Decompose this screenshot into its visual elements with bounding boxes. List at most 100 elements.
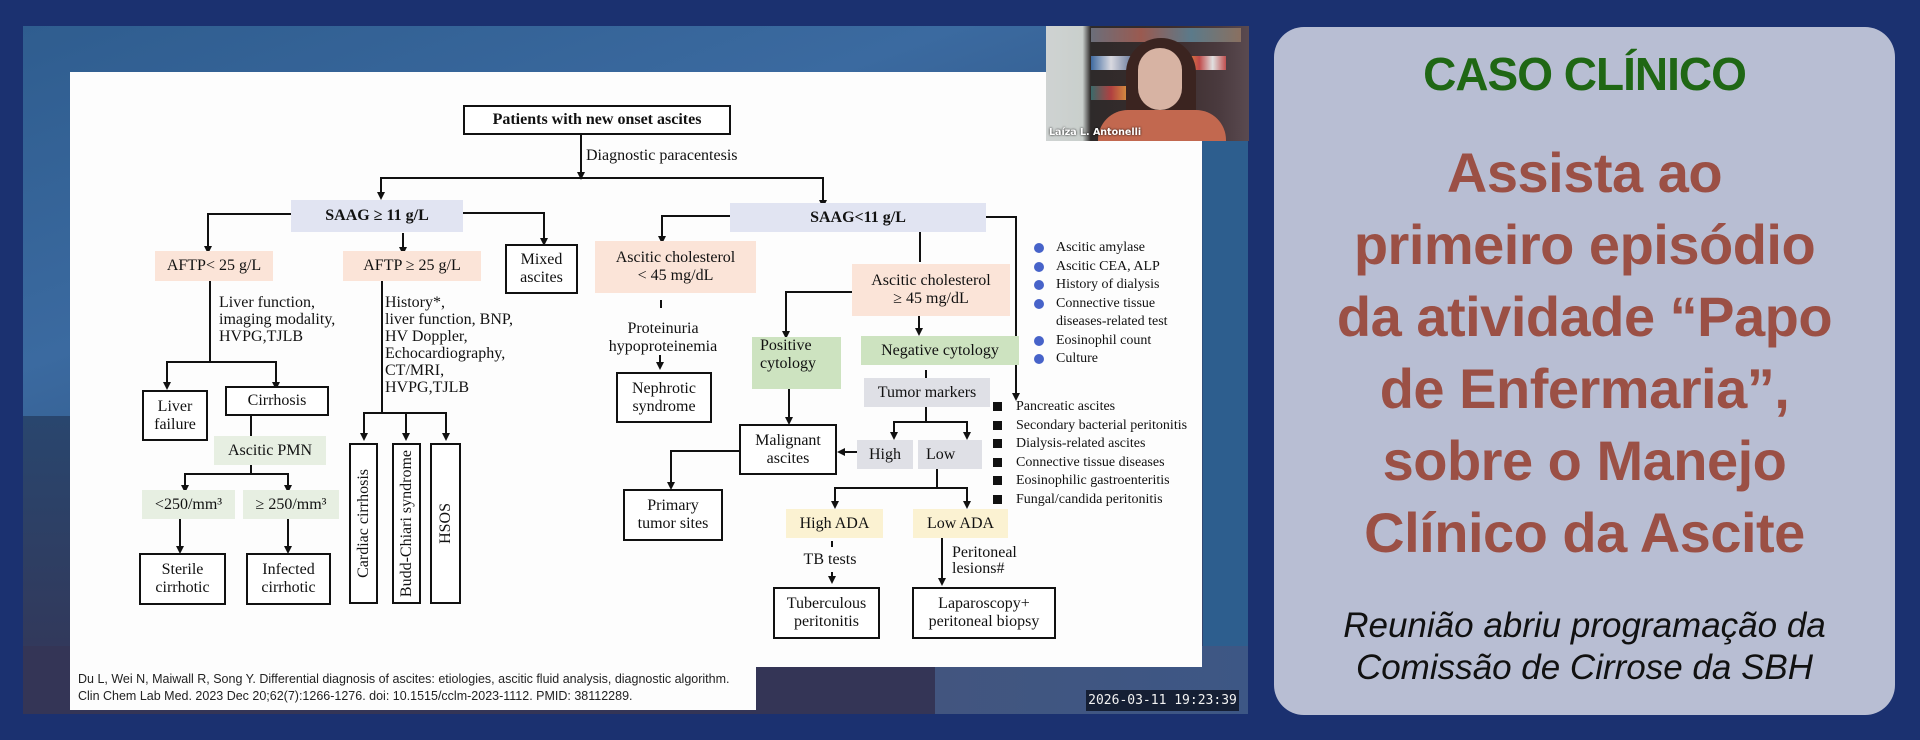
- connector-line: [380, 177, 824, 179]
- causes-item: Secondary bacterial peritonitis: [993, 417, 1203, 436]
- tests-item: Eosinophil count: [1034, 332, 1204, 351]
- node-aftp-low: AFTP< 25 g/L: [155, 251, 273, 281]
- node-low-ada: Low ADA: [913, 509, 1008, 538]
- bullet-dot-icon: [1034, 243, 1044, 253]
- bullet-square-icon: [993, 402, 1002, 411]
- node-aftp-low-tests: Liver function,imaging modality,HVPG,TJL…: [219, 294, 336, 345]
- arrowhead-icon: [284, 546, 292, 554]
- node-pmn-high: ≥ 250/mm³: [243, 490, 339, 519]
- connector-line: [834, 487, 836, 503]
- bullet-dot-icon: [1034, 354, 1044, 364]
- node-high-markers: High: [857, 440, 913, 469]
- causes-item: Dialysis-related ascites: [993, 435, 1203, 454]
- connector-line: [986, 216, 1016, 218]
- causes-item: Connective tissue diseases: [993, 454, 1203, 473]
- bullet-square-icon: [993, 457, 1002, 467]
- node-negative-cytology: Negative cytology: [861, 336, 1019, 365]
- webcam-video-tile[interactable]: Laíza L. Antonelli: [1046, 26, 1249, 141]
- webcam-background: [1091, 86, 1131, 100]
- panel-title: Assista ao primeiro episódio da atividad…: [1336, 141, 1833, 564]
- arrowhead-icon: [828, 576, 836, 584]
- arrowhead-icon: [577, 172, 585, 180]
- connector-line: [166, 361, 276, 363]
- node-hsos: HSOS: [430, 443, 461, 604]
- connector-line: [275, 361, 277, 384]
- connector-line: [831, 572, 833, 578]
- arrowhead-icon: [360, 433, 368, 441]
- connector-line: [184, 473, 186, 487]
- tests-item: Connective tissue diseases-related test: [1034, 295, 1204, 332]
- bullet-dot-icon: [1034, 335, 1044, 346]
- connector-line: [936, 469, 938, 488]
- tests-item: Ascitic CEA, ALP: [1034, 258, 1204, 277]
- connector-line: [184, 473, 288, 475]
- connector-line: [660, 300, 662, 308]
- connector-line: [287, 473, 289, 487]
- node-tb-tests: TB tests: [803, 551, 857, 568]
- arrowhead-icon: [890, 432, 898, 440]
- bullet-square-icon: [993, 494, 1002, 504]
- node-chol-low: Ascitic cholesterol< 45 mg/dL: [595, 241, 756, 293]
- connector-line: [250, 416, 252, 436]
- arrowhead-icon: [402, 433, 410, 441]
- connector-line: [659, 355, 661, 366]
- tests-item: Ascitic amylase: [1034, 239, 1204, 258]
- webcam-background: [1098, 110, 1226, 141]
- bullet-square-icon: [993, 420, 1002, 430]
- arrowhead-icon: [377, 192, 385, 200]
- connector-line: [661, 215, 663, 238]
- node-cardiac-cirrhosis: Cardiac cirrhosis: [349, 443, 378, 604]
- connector-line: [463, 212, 545, 214]
- recording-timestamp: 2026-03-11 19:23:39: [1086, 690, 1239, 711]
- node-high-ada: High ADA: [786, 509, 883, 538]
- bullet-dot-icon: [1034, 261, 1044, 272]
- arrowhead-icon: [540, 238, 548, 246]
- connector-line: [785, 291, 852, 293]
- connector-line: [166, 361, 168, 384]
- arrowhead-icon: [963, 501, 971, 509]
- tests-item: Culture: [1034, 350, 1204, 369]
- arrowhead-icon: [658, 236, 666, 244]
- arrowhead-icon: [163, 382, 171, 390]
- connector-line: [209, 281, 211, 361]
- tests-item: History of dialysis: [1034, 276, 1204, 295]
- bullet-square-icon: [993, 476, 1002, 485]
- node-budd-chiari: Budd-Chiari syndrome: [392, 443, 421, 604]
- connector-line: [845, 451, 857, 453]
- node-aftp-high: AFTP ≥ 25 g/L: [343, 251, 481, 281]
- arrowhead-icon: [667, 482, 675, 490]
- connector-line: [363, 412, 365, 435]
- connector-line: [380, 177, 382, 194]
- arrowhead-icon: [782, 331, 790, 339]
- causes-item: Pancreatic ascites: [993, 398, 1203, 417]
- connector-line: [207, 213, 209, 248]
- connector-line: [925, 370, 927, 378]
- edge-label-paracentesis: Diagnostic paracentesis: [586, 147, 738, 164]
- node-chol-high: Ascitic cholesterol≥ 45 mg/dL: [852, 264, 1010, 316]
- arrowhead-icon: [181, 485, 189, 493]
- connector-line: [670, 450, 739, 452]
- bullet-square-icon: [993, 439, 1002, 448]
- arrowhead-icon: [1012, 393, 1020, 401]
- node-cirrhosis: Cirrhosis: [225, 386, 329, 416]
- arrowhead-icon: [176, 546, 184, 554]
- connector-line: [445, 412, 447, 435]
- bullet-dot-icon: [1034, 298, 1044, 309]
- connector-line: [402, 233, 404, 249]
- node-saag-high: SAAG ≥ 11 g/L: [291, 200, 463, 232]
- connector-line: [785, 291, 787, 333]
- connector-line: [670, 450, 672, 484]
- node-tumor-markers: Tumor markers: [864, 378, 990, 407]
- arrowhead-icon: [963, 432, 971, 440]
- connector-line: [543, 212, 545, 240]
- causes-item: Eosinophilic gastroenteritis: [993, 472, 1203, 491]
- participant-name: Laíza L. Antonelli: [1049, 127, 1142, 138]
- connector-line: [788, 389, 790, 419]
